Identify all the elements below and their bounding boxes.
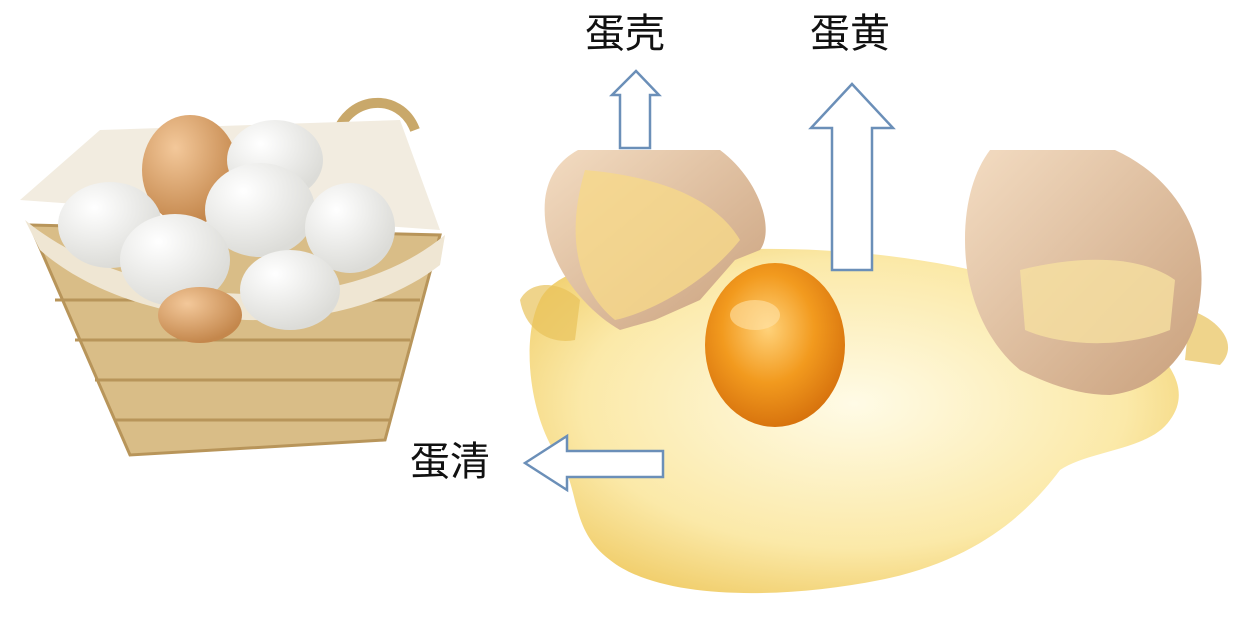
basket-of-eggs-illustration — [20, 97, 445, 457]
arrow-up-icon — [608, 69, 662, 150]
arrow-up-icon — [808, 82, 896, 272]
label-yolk: 蛋黄 — [810, 11, 890, 57]
cracked-egg-illustration — [520, 150, 1229, 594]
arrow-left-icon — [522, 433, 665, 493]
label-egg-white: 蛋清 — [410, 439, 490, 485]
label-eggshell: 蛋壳 — [585, 11, 665, 57]
